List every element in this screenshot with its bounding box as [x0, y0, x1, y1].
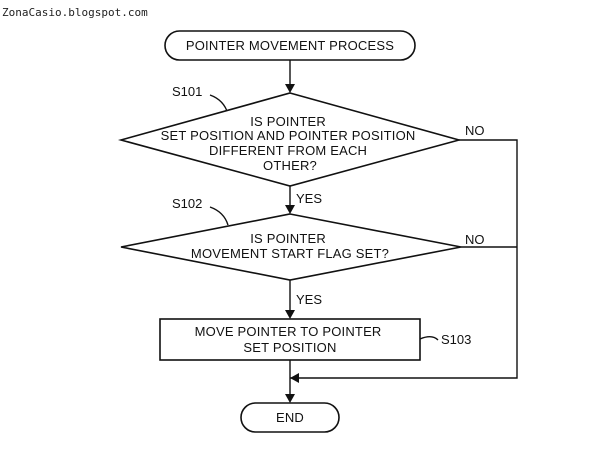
edge-label-s101-yes: YES — [296, 191, 322, 206]
edge-label-s102-no: NO — [465, 232, 485, 247]
decision-s101-line: SET POSITION AND POINTER POSITION — [161, 128, 416, 143]
arrowhead-end — [285, 394, 295, 403]
decision-s102-text: IS POINTER MOVEMENT START FLAG SET? — [191, 231, 389, 261]
start-label: POINTER MOVEMENT PROCESS — [186, 38, 394, 53]
end-label: END — [276, 410, 304, 425]
edge-label-s101-no: NO — [465, 123, 485, 138]
arrowhead-s102 — [285, 205, 295, 214]
arrowhead-s103 — [285, 310, 295, 319]
arrowhead-s101 — [285, 84, 295, 93]
step-label-s101: S101 — [172, 84, 202, 99]
connector-s101-no — [290, 139, 518, 379]
start-terminator — [164, 30, 416, 61]
watermark: ZonaCasio.blogspot.com — [2, 6, 148, 19]
decision-s102-line: MOVEMENT START FLAG SET? — [191, 246, 389, 261]
step-label-s103: S103 — [441, 332, 471, 347]
decision-s102-line: IS POINTER — [250, 231, 326, 246]
arrowhead-merge — [290, 373, 299, 383]
decision-s102 — [120, 213, 462, 281]
decision-s101-line: IS POINTER — [250, 114, 326, 129]
step-label-s102: S102 — [172, 196, 202, 211]
end-label-line: END — [276, 410, 304, 425]
process-s103-line: MOVE POINTER TO POINTER — [195, 324, 382, 339]
start-label-line: POINTER MOVEMENT PROCESS — [186, 38, 394, 53]
leader-s102 — [209, 206, 229, 226]
connectors — [209, 60, 518, 403]
decision-s101-line: OTHER? — [263, 158, 317, 173]
decision-s101 — [117, 92, 463, 187]
process-s103 — [159, 318, 421, 361]
decision-s101-text: IS POINTER SET POSITION AND POINTER POSI… — [161, 114, 420, 173]
decision-s101-line: DIFFERENT FROM EACH — [209, 143, 367, 158]
end-terminator — [240, 402, 340, 433]
process-s103-text: MOVE POINTER TO POINTER SET POSITION — [195, 324, 386, 355]
edge-label-s102-yes: YES — [296, 292, 322, 307]
leader-s103 — [419, 336, 439, 341]
process-s103-line: SET POSITION — [243, 340, 336, 355]
